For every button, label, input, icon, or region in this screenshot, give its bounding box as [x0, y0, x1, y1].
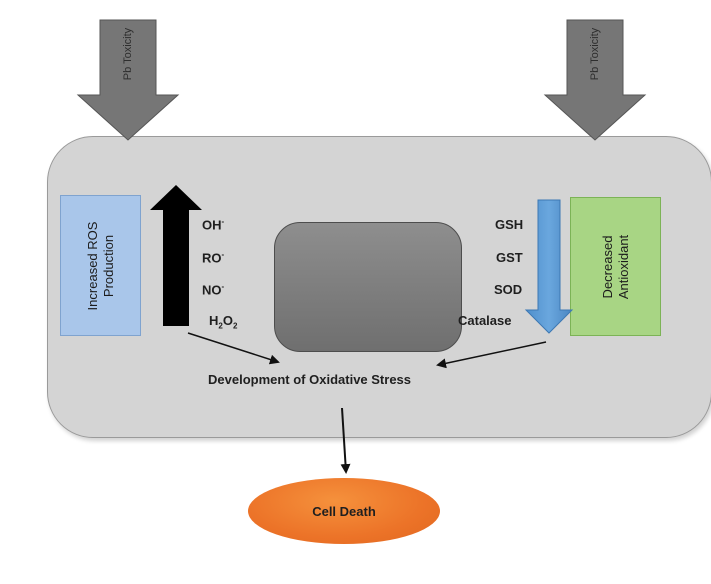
ros-species-oh: OH- [202, 217, 225, 233]
oxidative-stress-label: Development of Oxidative Stress [208, 372, 412, 387]
pb-toxicity-left-label: Pb Toxicity [122, 27, 134, 81]
cell-death-node: Cell Death [248, 478, 440, 544]
pb-toxicity-left: Pb Toxicity [100, 20, 156, 95]
ros-species-h2o2: H2O2 [209, 313, 238, 331]
ros-increase-arrow [150, 185, 202, 326]
pb-toxicity-right: Pb Toxicity [567, 20, 623, 95]
antioxidant-sod: SOD [494, 282, 523, 297]
ros-species-ro: RO- [202, 250, 225, 266]
antioxidant-decrease-arrow [524, 199, 574, 334]
antioxidant-gsh: GSH [495, 217, 524, 232]
pb-toxicity-arrow-left [76, 19, 180, 141]
nucleus [274, 222, 462, 352]
ros-to-stress-arrow [187, 332, 280, 365]
cell-death-label: Cell Death [312, 503, 376, 519]
antioxidant-catalase: Catalase [458, 313, 512, 328]
antioxidant-to-stress-arrow [436, 341, 547, 369]
stress-to-death-arrow [340, 407, 351, 474]
increased-ros-box: Increased ROS Production [60, 195, 141, 336]
ros-species-no: NO- [202, 282, 225, 298]
pb-toxicity-right-label: Pb Toxicity [589, 27, 601, 81]
decreased-antioxidant-box: Decreased Antioxidant [570, 197, 661, 336]
antioxidant-gst: GST [496, 250, 523, 265]
pb-toxicity-arrow-right [543, 19, 647, 141]
